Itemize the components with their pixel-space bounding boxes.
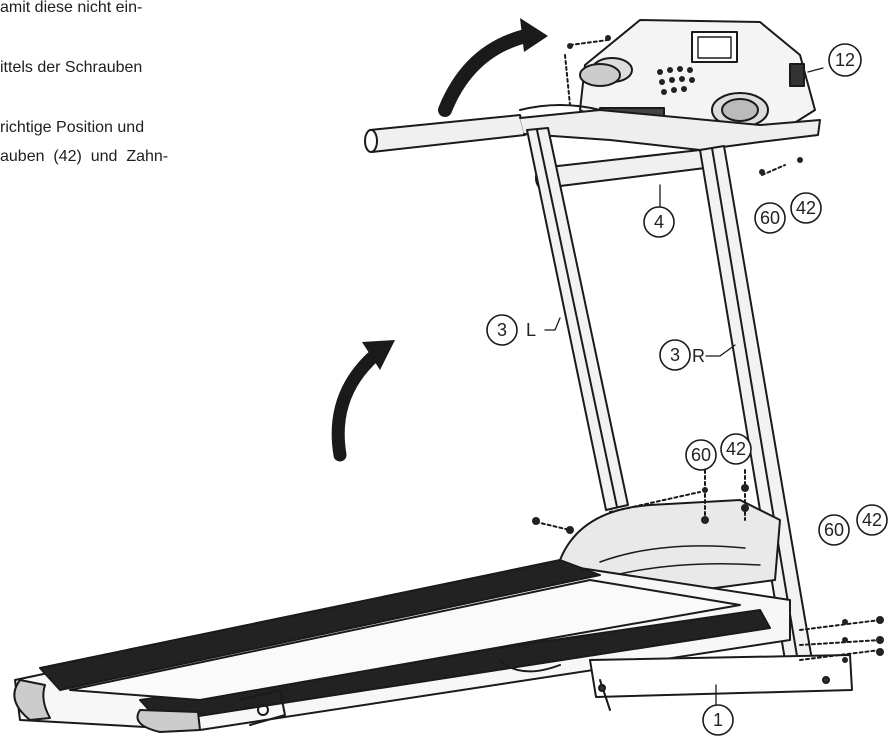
callout-42-top: 42 [796, 198, 816, 218]
instruction-line-2: ittels der Schrauben [0, 59, 143, 76]
rotation-arrow-upper-icon [438, 18, 548, 117]
callout-42-right: 42 [862, 510, 882, 530]
callout-circles [486, 43, 888, 736]
screw-assembly-top [564, 39, 786, 176]
callout-12: 12 [835, 50, 855, 70]
callout-1: 1 [713, 710, 723, 730]
callout-3-right-side: R [692, 346, 705, 366]
callout-60-right: 60 [824, 520, 844, 540]
treadmill-deck [13, 559, 791, 733]
instruction-line-4: auben (42) und Zahn- [0, 148, 169, 165]
callout-42-mid: 42 [726, 439, 746, 459]
instruction-line-1: amit diese nicht ein- [0, 0, 143, 16]
screw-assembly-right [799, 619, 881, 661]
instruction-line-3: richtige Position und [0, 119, 145, 136]
callout-60-top: 60 [760, 208, 780, 228]
base-frame [239, 654, 853, 726]
callout-3-right: 3 [670, 345, 680, 365]
upright-left [526, 127, 629, 511]
rotation-arrow-lower-icon [331, 340, 395, 462]
handlebar-right [535, 149, 706, 189]
callout-3-left: 3 [497, 320, 507, 340]
screw-heads [532, 35, 884, 663]
callout-60-mid: 60 [691, 445, 711, 465]
callout-4: 4 [654, 212, 664, 232]
callout-3-left-side: L [526, 320, 536, 340]
